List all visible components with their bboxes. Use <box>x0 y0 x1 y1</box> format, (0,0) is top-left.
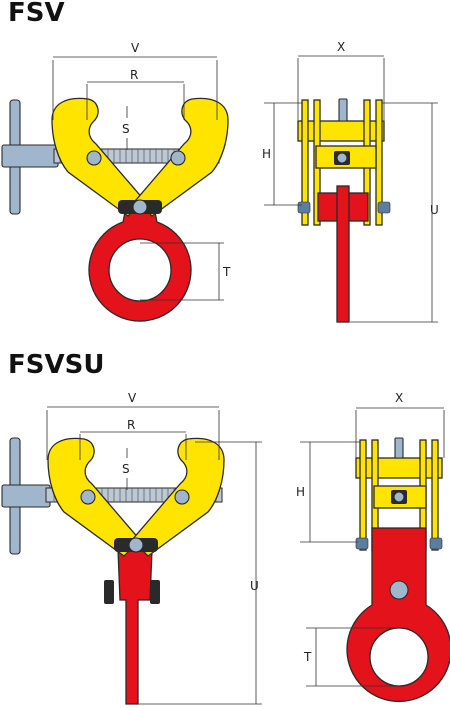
fsv-hinge-pin <box>118 199 162 215</box>
fsvsu-dimension-h-label: H <box>296 485 305 499</box>
fsvsu-dimension-x-label: X <box>395 391 403 405</box>
fsv-title: FSV <box>8 0 65 28</box>
fsv-dimension-s-label: S <box>122 122 130 136</box>
fsvsu-dimension-t-label: T <box>303 650 312 664</box>
fsv-side-eye-strap <box>336 185 350 323</box>
fsv-dimension-v-label: V <box>131 41 140 55</box>
fsv-dimension-r-label: R <box>130 68 138 82</box>
fsvsu-jaws <box>47 437 225 557</box>
fsvsu-eye-strap <box>117 549 153 705</box>
fsv-side-view: X H U <box>262 40 439 323</box>
fsv-dimension-u-label: U <box>430 203 439 217</box>
fsvsu-side-view: X H T <box>296 391 450 703</box>
fsvsu-front-view: V R S U <box>1 391 262 705</box>
fsv-jaws <box>51 97 229 217</box>
fsvsu-title: FSVSU <box>8 350 105 380</box>
fsvsu-hinge-pin <box>114 537 158 553</box>
fsvsu-dimension-s-label: S <box>122 462 130 476</box>
fsv-dimension-x-label: X <box>337 40 345 54</box>
fsv-dimension-t-label: T <box>222 265 231 279</box>
fsvsu-dimension-u-label: U <box>250 579 259 593</box>
fsvsu-dimension-v-label: V <box>128 391 137 405</box>
fsv-dimension-h-label: H <box>262 147 271 161</box>
fsvsu-dimension-r-label: R <box>127 418 135 432</box>
fsv-front-view: V R S T <box>1 41 231 322</box>
